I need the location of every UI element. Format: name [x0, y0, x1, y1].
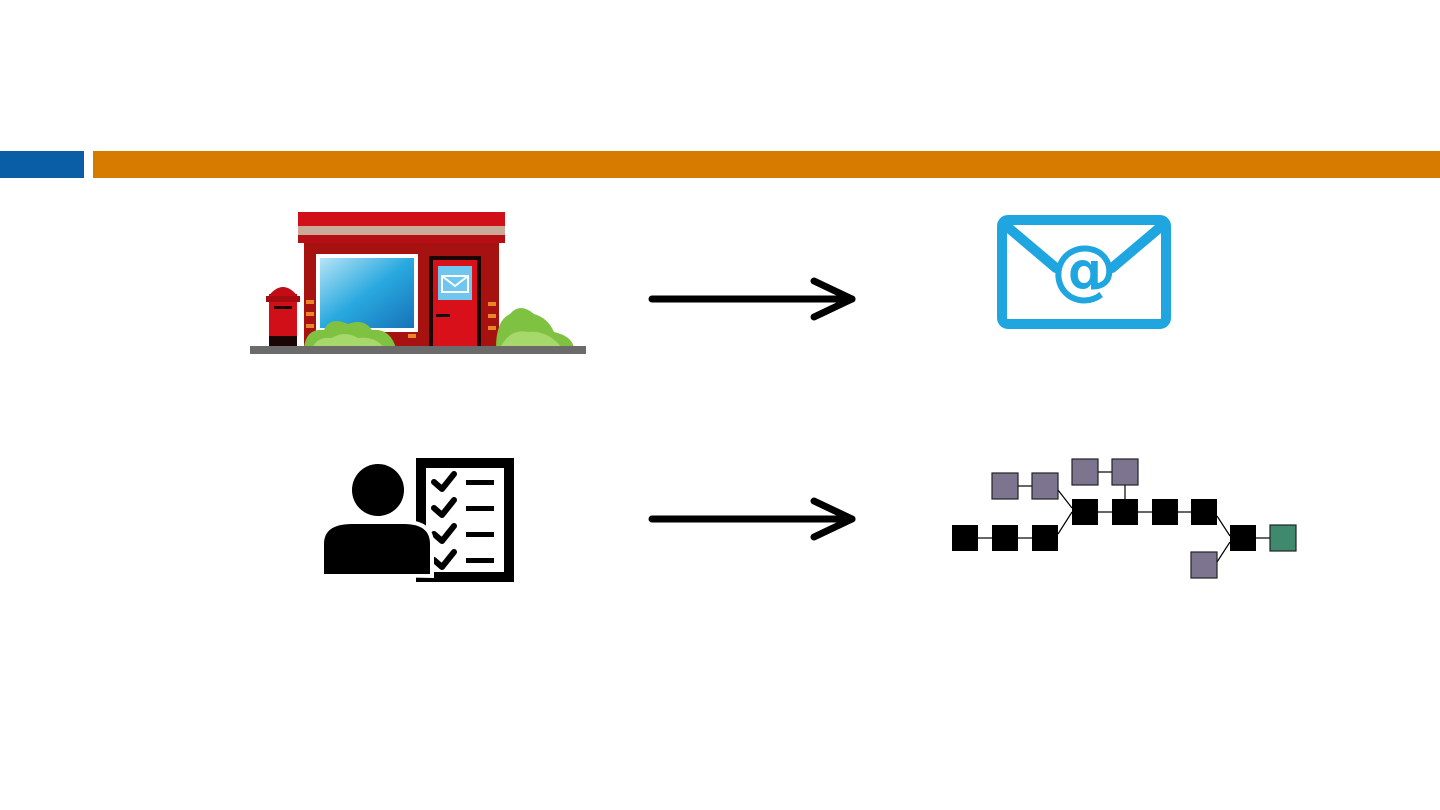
blockchain-icon: [952, 458, 1297, 579]
header-accent-orange-bar: [93, 151, 1440, 178]
right-arrow-icon: [648, 497, 856, 541]
svg-text:@: @: [1051, 231, 1117, 308]
post-office-icon: [250, 212, 586, 354]
right-arrow-icon: [648, 277, 856, 321]
header-accent-blue-bar: [0, 151, 84, 178]
email-envelope-icon: @: [997, 215, 1171, 329]
person-checklist-icon: [322, 458, 514, 582]
